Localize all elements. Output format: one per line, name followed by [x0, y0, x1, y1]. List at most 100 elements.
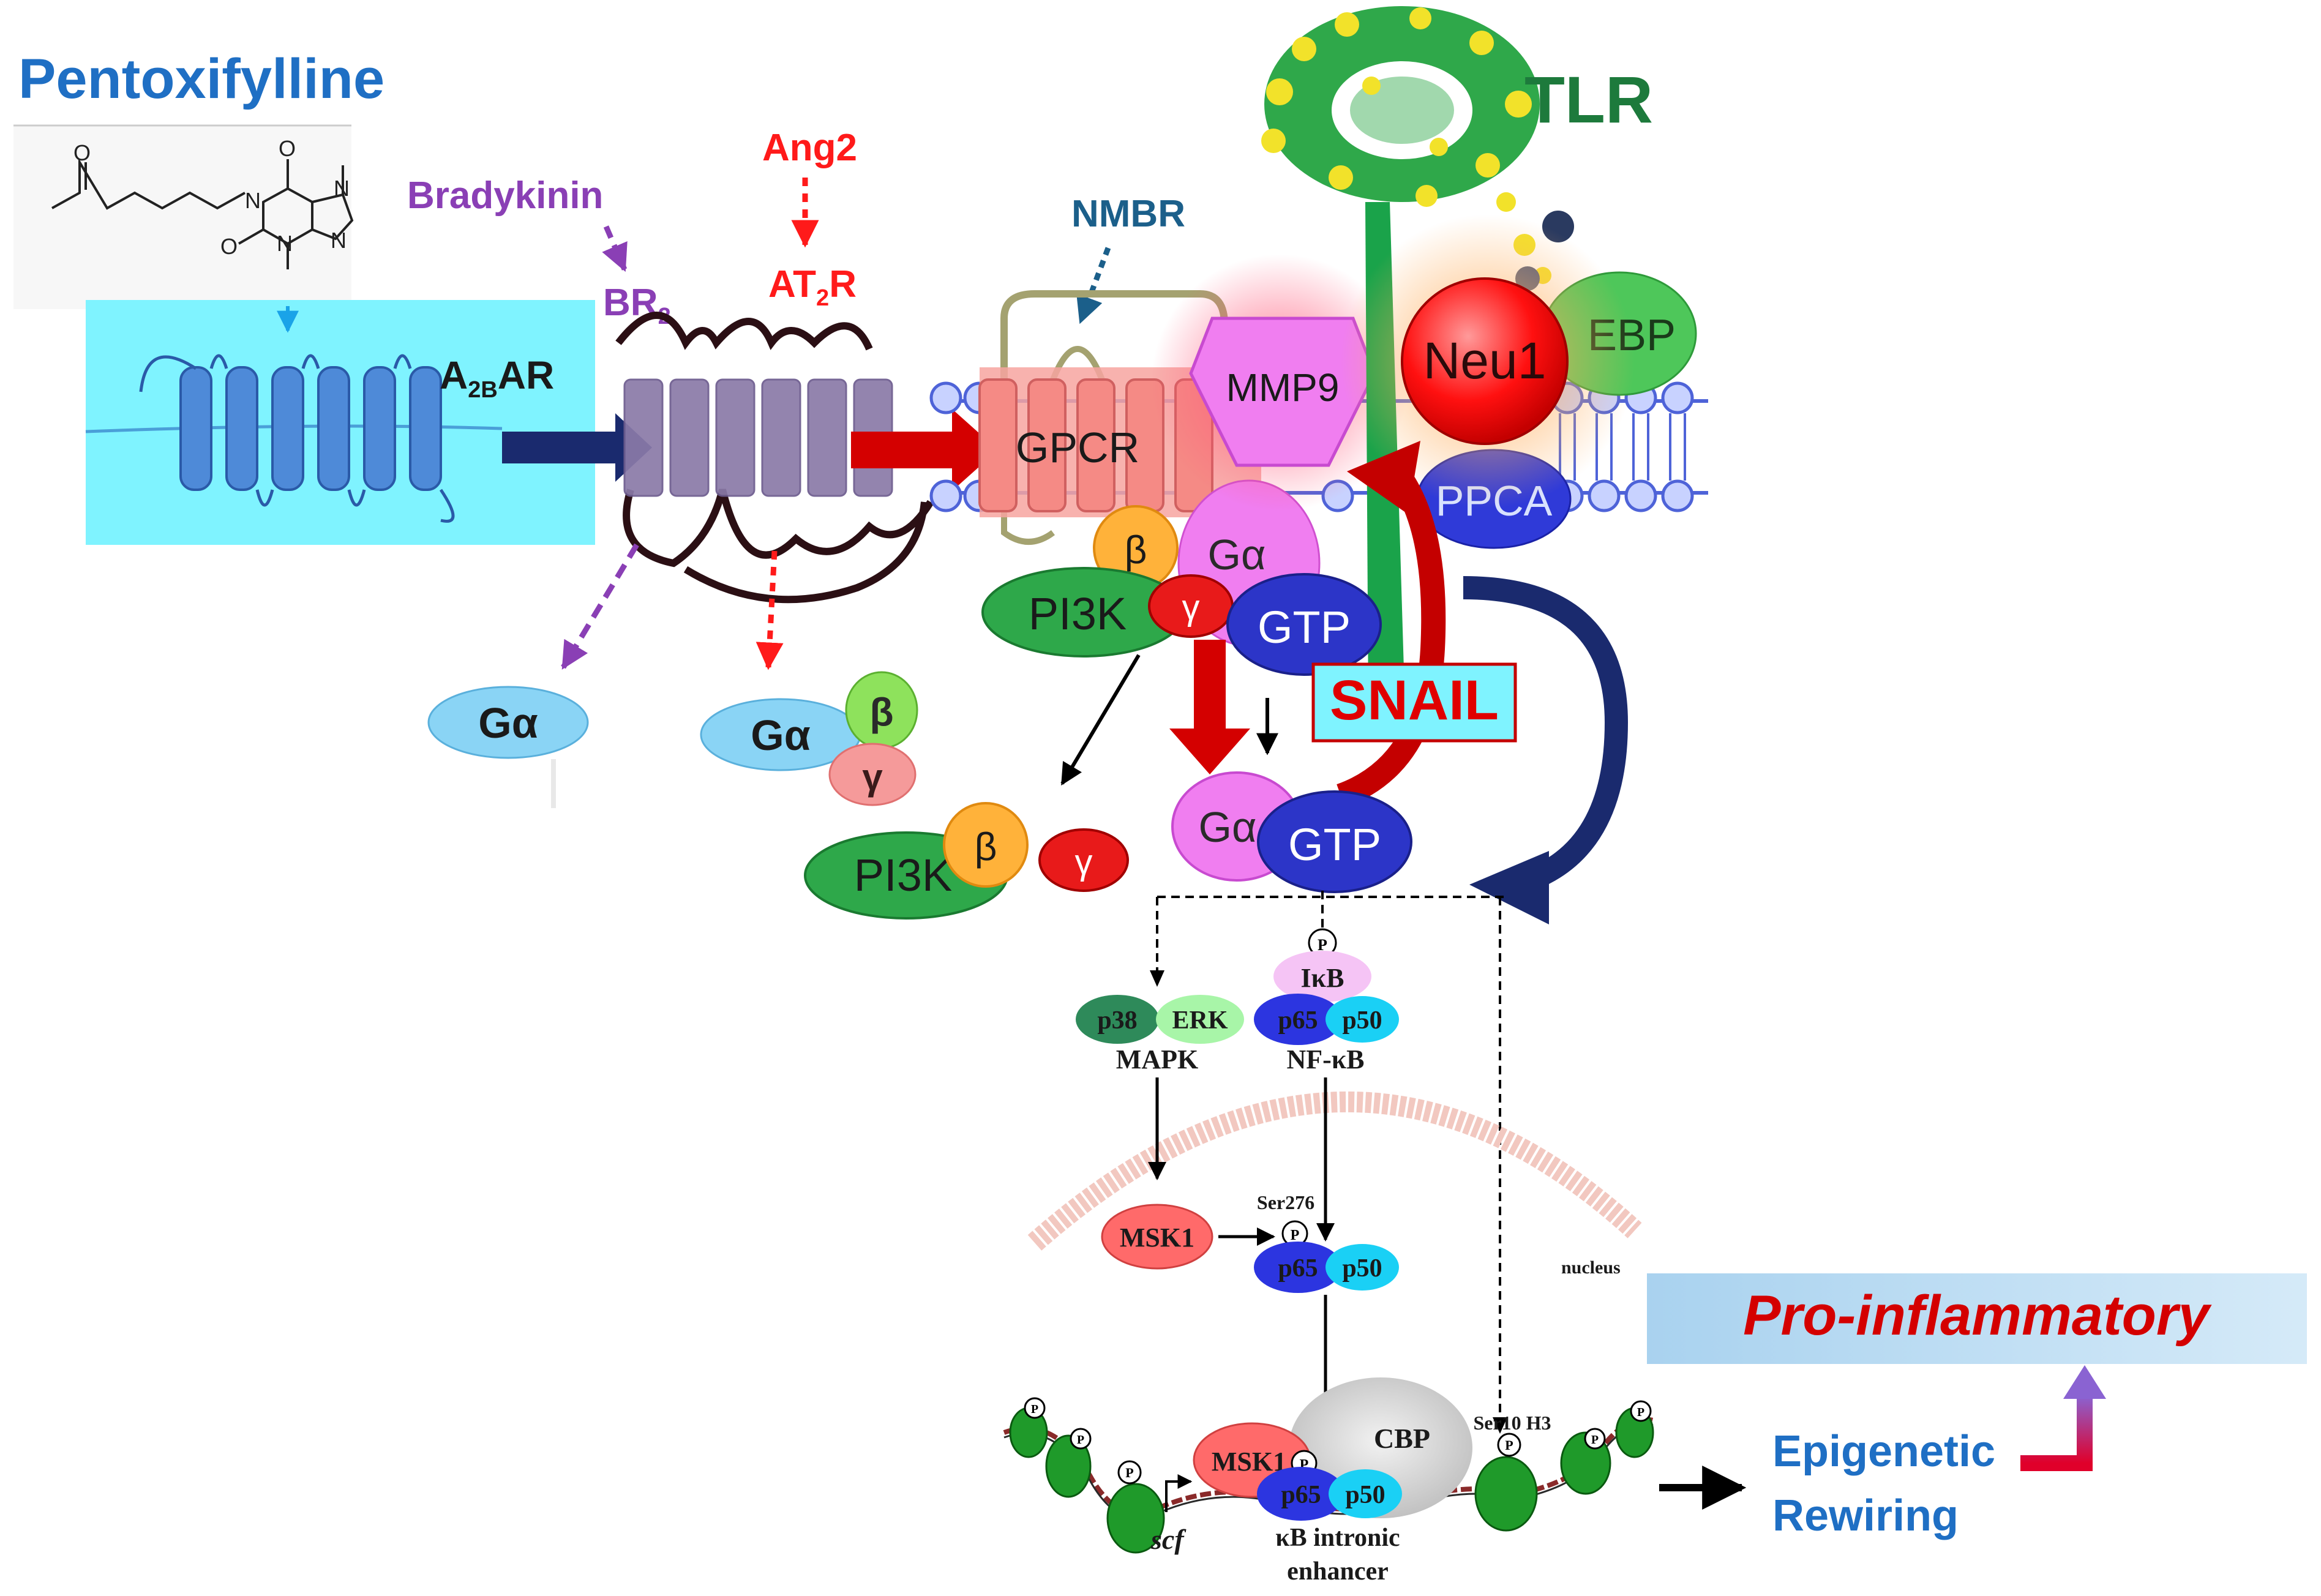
nuclear-membrane — [1027, 1091, 1642, 1251]
gpcr-label: GPCR — [1016, 424, 1139, 471]
nfkb-label: NF-κB — [1286, 1044, 1364, 1074]
ser10h3-label: Ser10 H3 — [1473, 1412, 1551, 1434]
svg-text:p65: p65 — [1278, 1006, 1318, 1035]
svg-text:P: P — [1291, 1227, 1300, 1243]
pro-inflammatory-box: Pro-inflammatory — [1647, 1273, 2307, 1364]
nucleus-label: nucleus — [1561, 1257, 1621, 1278]
svg-text:GTP: GTP — [1258, 602, 1351, 653]
p65-cytoplasm: p65 — [1254, 994, 1342, 1045]
arrow-receptor-to-gpcr — [851, 409, 998, 491]
tlr-label: TLR — [1524, 62, 1653, 137]
kb-enhancer-line2: enhancer — [1287, 1557, 1389, 1586]
tlr-receptor: TLR — [1261, 6, 1653, 291]
svg-text:p65: p65 — [1278, 1254, 1318, 1283]
svg-text:p50: p50 — [1342, 1254, 1382, 1283]
svg-text:MMP9: MMP9 — [1226, 365, 1340, 410]
svg-text:Gα: Gα — [1208, 531, 1266, 579]
svg-text:γ: γ — [1182, 588, 1200, 628]
at2r-label: AT2R — [768, 263, 857, 311]
bradykinin-arrow — [602, 225, 628, 272]
svg-text:PI3K: PI3K — [854, 850, 952, 901]
ang2-label: Ang2 — [762, 127, 857, 169]
svg-text:p50: p50 — [1345, 1481, 1385, 1509]
p65-enhancer: p65 — [1257, 1467, 1345, 1521]
galpha-left: Gα — [427, 686, 589, 759]
ser276-label: Ser276 — [1257, 1191, 1314, 1213]
kb-enhancer-line1: κB intronic — [1275, 1524, 1400, 1552]
red-dashed-arrow — [756, 550, 784, 670]
purple-dashed-arrow — [561, 543, 639, 670]
svg-text:Gα: Gα — [478, 699, 538, 747]
svg-text:MSK1: MSK1 — [1212, 1447, 1286, 1477]
svg-text:γ: γ — [862, 757, 883, 798]
svg-text:PI3K: PI3K — [1029, 588, 1127, 639]
dashed-branches — [1156, 891, 1506, 1420]
svg-text:N: N — [277, 231, 293, 256]
p50-cytoplasm: p50 — [1325, 996, 1399, 1043]
phospho-marks-chromatin: P P P P P P — [1031, 1403, 1644, 1480]
gamma-membrane: γ — [1148, 574, 1234, 638]
neu1-protein: Neu1 — [1401, 277, 1569, 445]
beta-membrane: β — [1093, 505, 1179, 591]
nmbr-label: NMBR — [1071, 193, 1185, 235]
a2bar-receptor-panel — [85, 300, 595, 545]
svg-text:SNAIL: SNAIL — [1330, 669, 1499, 732]
pentoxifylline-structure: O O N O N N N — [13, 124, 354, 309]
svg-text:p50: p50 — [1342, 1006, 1382, 1035]
drug-title: Pentoxifylline — [18, 48, 384, 110]
gtp-membrane: GTP — [1226, 573, 1382, 676]
svg-text:P: P — [1591, 1433, 1599, 1447]
svg-text:Gα: Gα — [1199, 803, 1257, 851]
scf-label: scf — [1150, 1524, 1187, 1555]
erk-protein: ERK — [1156, 995, 1244, 1044]
a2bar-label: A2BAR — [440, 353, 554, 403]
nmbr-arrow — [1076, 247, 1111, 324]
svg-text:GTP: GTP — [1288, 819, 1381, 870]
svg-text:Neu1: Neu1 — [1423, 332, 1547, 389]
svg-text:β: β — [975, 825, 997, 869]
svg-text:P: P — [1031, 1403, 1038, 1416]
red-down-arrow — [1169, 640, 1250, 774]
svg-text:P: P — [1125, 1465, 1133, 1480]
galpha-beta-gamma-middle: Gα β γ — [700, 671, 918, 806]
chromatin — [1003, 1397, 1654, 1554]
svg-text:O: O — [220, 234, 238, 259]
svg-text:β: β — [1125, 528, 1147, 572]
svg-text:CBP: CBP — [1374, 1423, 1430, 1454]
mapk-label: MAPK — [1116, 1044, 1198, 1074]
svg-text:p65: p65 — [1281, 1481, 1321, 1509]
svg-text:O: O — [73, 140, 91, 165]
gamma-released: γ — [1038, 828, 1129, 892]
svg-text:Gα: Gα — [751, 711, 810, 759]
svg-text:N: N — [245, 188, 261, 213]
ikb-protein: IκB — [1273, 951, 1371, 1002]
svg-text:N: N — [334, 176, 350, 201]
epigenetic-line2: Rewiring — [1772, 1491, 1959, 1540]
p50-nucleus: p50 — [1325, 1244, 1399, 1291]
svg-text:β: β — [869, 690, 893, 734]
svg-text:γ: γ — [1075, 842, 1093, 882]
snail-box: SNAIL — [1311, 662, 1517, 743]
svg-text:O: O — [279, 136, 296, 161]
svg-text:P: P — [1077, 1433, 1084, 1447]
epigenetic-line1: Epigenetic — [1772, 1427, 1995, 1476]
svg-text:Pro-inflammatory: Pro-inflammatory — [1743, 1284, 2212, 1347]
svg-text:MSK1: MSK1 — [1120, 1223, 1194, 1253]
p50-enhancer: p50 — [1329, 1469, 1402, 1518]
msk1-nucleus: MSK1 — [1101, 1204, 1213, 1270]
svg-text:P: P — [1505, 1437, 1513, 1453]
mmp9-protein: MMP9 — [1189, 317, 1376, 467]
gtp-released: GTP — [1257, 790, 1412, 893]
svg-text:P: P — [1318, 936, 1327, 954]
bradykinin-label: Bradykinin — [407, 174, 603, 217]
elbow-arrow — [2020, 1365, 2106, 1471]
pi3k-membrane: PI3K — [981, 567, 1186, 658]
p38-protein: p38 — [1076, 995, 1159, 1044]
p65-nucleus: p65 — [1254, 1242, 1342, 1293]
svg-text:p38: p38 — [1097, 1006, 1137, 1035]
svg-text:ERK: ERK — [1172, 1006, 1228, 1035]
svg-text:N: N — [331, 228, 347, 253]
svg-text:IκB: IκB — [1301, 963, 1344, 993]
beta-released: β — [943, 802, 1029, 888]
